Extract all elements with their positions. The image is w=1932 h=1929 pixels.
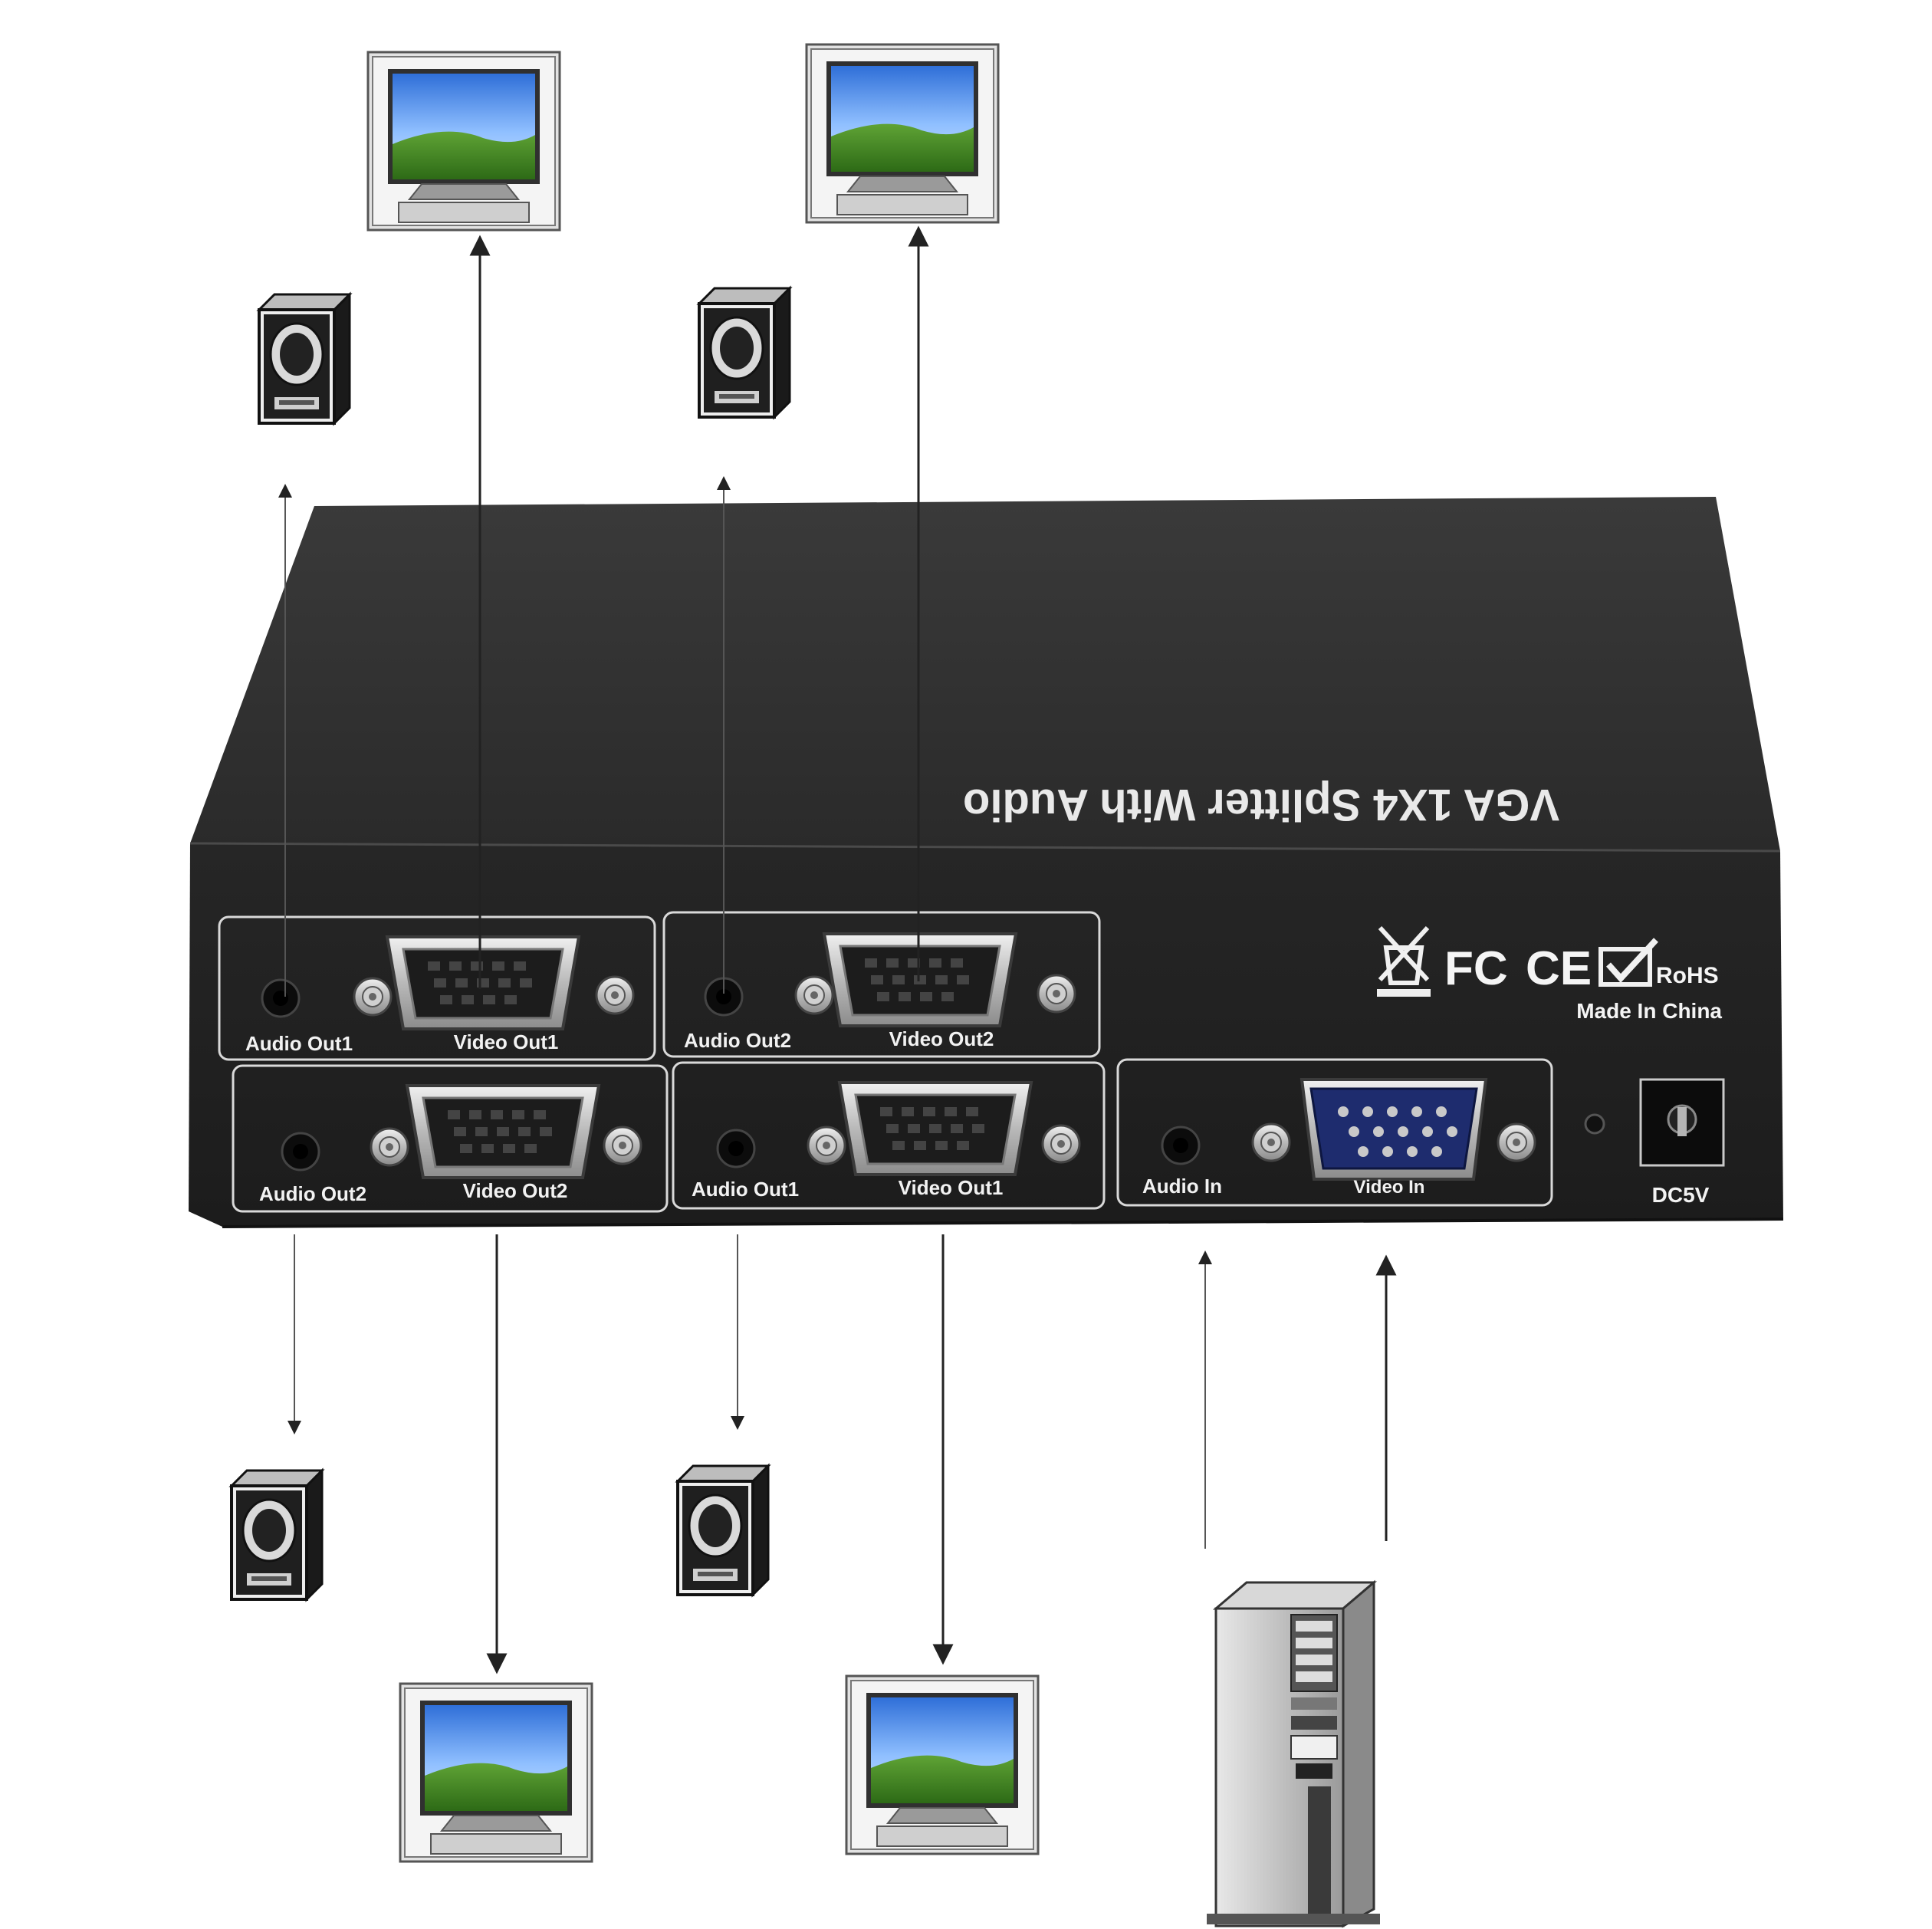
screw-icon — [370, 1127, 409, 1167]
video-in-label: Video In — [1354, 1177, 1425, 1198]
monitor-icon — [366, 51, 561, 232]
power-led-icon — [1584, 1113, 1605, 1135]
output-panel-bottom-middle: Audio Out1 Video Out1 — [672, 1061, 1106, 1210]
audio-in-label: Audio In — [1142, 1175, 1222, 1198]
video-out2-port[interactable] — [823, 932, 1017, 1027]
audio-out1-label: Audio Out1 — [245, 1032, 353, 1055]
speaker-icon — [676, 1464, 770, 1596]
certification-marks: FC CE RoHS Made In China — [1377, 925, 1722, 1023]
monitor-icon — [845, 1674, 1040, 1855]
video-out1-label: Video Out1 — [899, 1176, 1004, 1199]
rohs-mark: RoHS — [1656, 963, 1719, 988]
output-panel-top-left: Audio Out1 Video Out1 — [218, 915, 656, 1061]
monitor-icon — [399, 1682, 593, 1863]
audio-in-jack[interactable] — [1161, 1126, 1201, 1165]
video-out1-port[interactable] — [386, 935, 580, 1030]
monitor-icon — [805, 43, 1000, 224]
power-section: DC5V — [1584, 1078, 1725, 1207]
video-out2-label: Video Out2 — [463, 1179, 568, 1202]
speaker-icon — [698, 287, 791, 419]
connection-arrows — [278, 225, 1397, 1674]
screw-icon — [807, 1126, 846, 1165]
audio-out1-jack[interactable] — [716, 1129, 756, 1168]
screw-icon — [1497, 1122, 1536, 1162]
video-out2-port[interactable] — [406, 1084, 600, 1179]
screw-icon — [595, 975, 635, 1015]
screw-icon — [353, 977, 393, 1017]
computer-tower-icon — [1207, 1579, 1380, 1928]
output-panel-bottom-left: Audio Out2 Video Out2 — [232, 1064, 669, 1213]
audio-out2-label: Audio Out2 — [259, 1182, 366, 1205]
splitter-device: VGA 1X4 Splitter With Audio Audio Out1 V… — [189, 497, 1784, 1228]
video-out2-label: Video Out2 — [889, 1027, 994, 1050]
audio-out1-jack[interactable] — [261, 978, 301, 1018]
screw-icon — [1037, 974, 1076, 1014]
audio-out1-label: Audio Out1 — [692, 1178, 799, 1201]
fcc-mark: FC — [1444, 942, 1508, 995]
screw-icon — [794, 975, 834, 1015]
screw-icon — [1251, 1122, 1291, 1162]
audio-out2-label: Audio Out2 — [684, 1029, 791, 1052]
speaker-icon — [230, 1469, 324, 1601]
video-out1-label: Video Out1 — [454, 1030, 559, 1053]
ce-mark: CE — [1526, 942, 1592, 995]
weee-bin-icon — [1377, 925, 1431, 997]
rohs-check-icon — [1598, 938, 1658, 987]
video-out1-port[interactable] — [838, 1081, 1033, 1176]
made-in-label: Made In China — [1576, 999, 1722, 1023]
video-in-port[interactable] — [1300, 1078, 1488, 1181]
device-title: VGA 1X4 Splitter With Audio — [963, 780, 1559, 830]
audio-out2-jack[interactable] — [281, 1132, 320, 1172]
screw-icon — [1041, 1124, 1081, 1164]
device-top-face — [190, 497, 1780, 851]
screw-icon — [603, 1126, 642, 1165]
power-label: DC5V — [1652, 1183, 1710, 1207]
output-panel-top-middle: Audio Out2 Video Out2 — [662, 911, 1101, 1058]
speaker-icon — [258, 293, 351, 425]
input-panel: Audio In Video In — [1116, 1058, 1553, 1207]
